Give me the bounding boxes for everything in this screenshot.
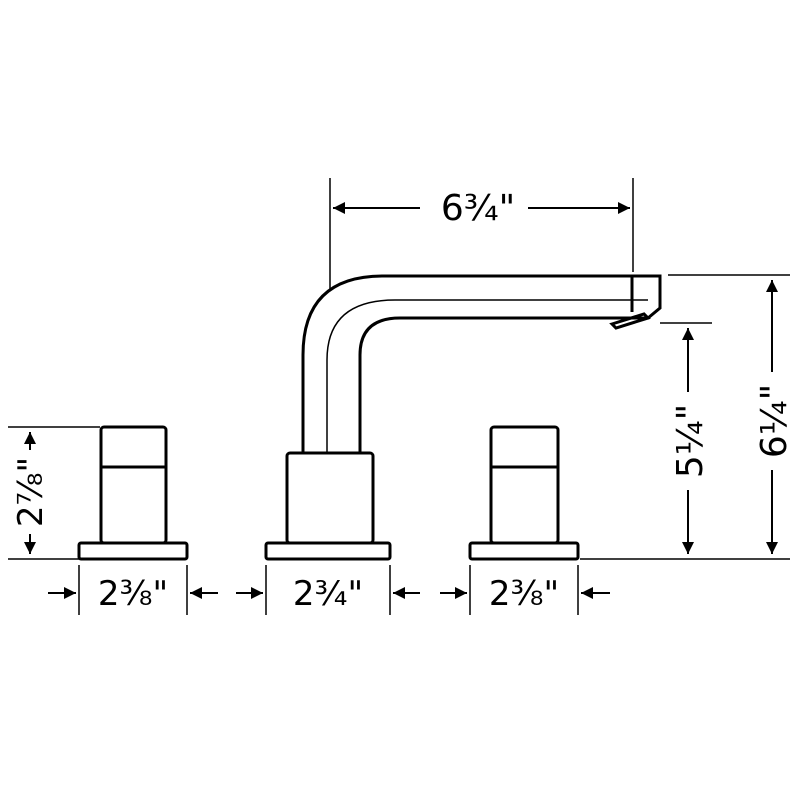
spout-base-width-label: 2¾"	[293, 574, 363, 614]
spout-shade-line	[326, 299, 648, 453]
extension-lines	[8, 178, 790, 615]
spout-reach-label: 6¾"	[441, 188, 515, 229]
spout-height-dimension: 6¼"	[754, 280, 795, 554]
spout-escutcheon	[285, 451, 375, 545]
left-handle	[77, 425, 189, 561]
right-handle	[468, 425, 580, 561]
spout-assembly	[264, 274, 662, 561]
outlet-height-dimension: 5¼"	[670, 328, 711, 554]
spout-base	[264, 541, 392, 561]
right-base-width-label: 2⅜"	[489, 574, 559, 614]
outlet-height-label: 5¼"	[670, 404, 711, 478]
spout-reach-dimension: 6¾"	[333, 188, 630, 229]
base-width-dimensions: 2⅜" 2¾" 2⅜"	[48, 574, 610, 614]
handle-height-dimension: 2⅞"	[11, 432, 51, 554]
spout-aerator	[609, 312, 651, 330]
left-handle-base	[77, 541, 189, 561]
spout-height-label: 6¼"	[754, 384, 795, 458]
handle-height-label: 2⅞"	[11, 457, 51, 527]
left-handle-body	[99, 425, 168, 545]
left-base-width-label: 2⅜"	[98, 574, 168, 614]
right-handle-base	[468, 541, 580, 561]
spout-body	[301, 274, 662, 453]
right-handle-body	[489, 425, 560, 545]
